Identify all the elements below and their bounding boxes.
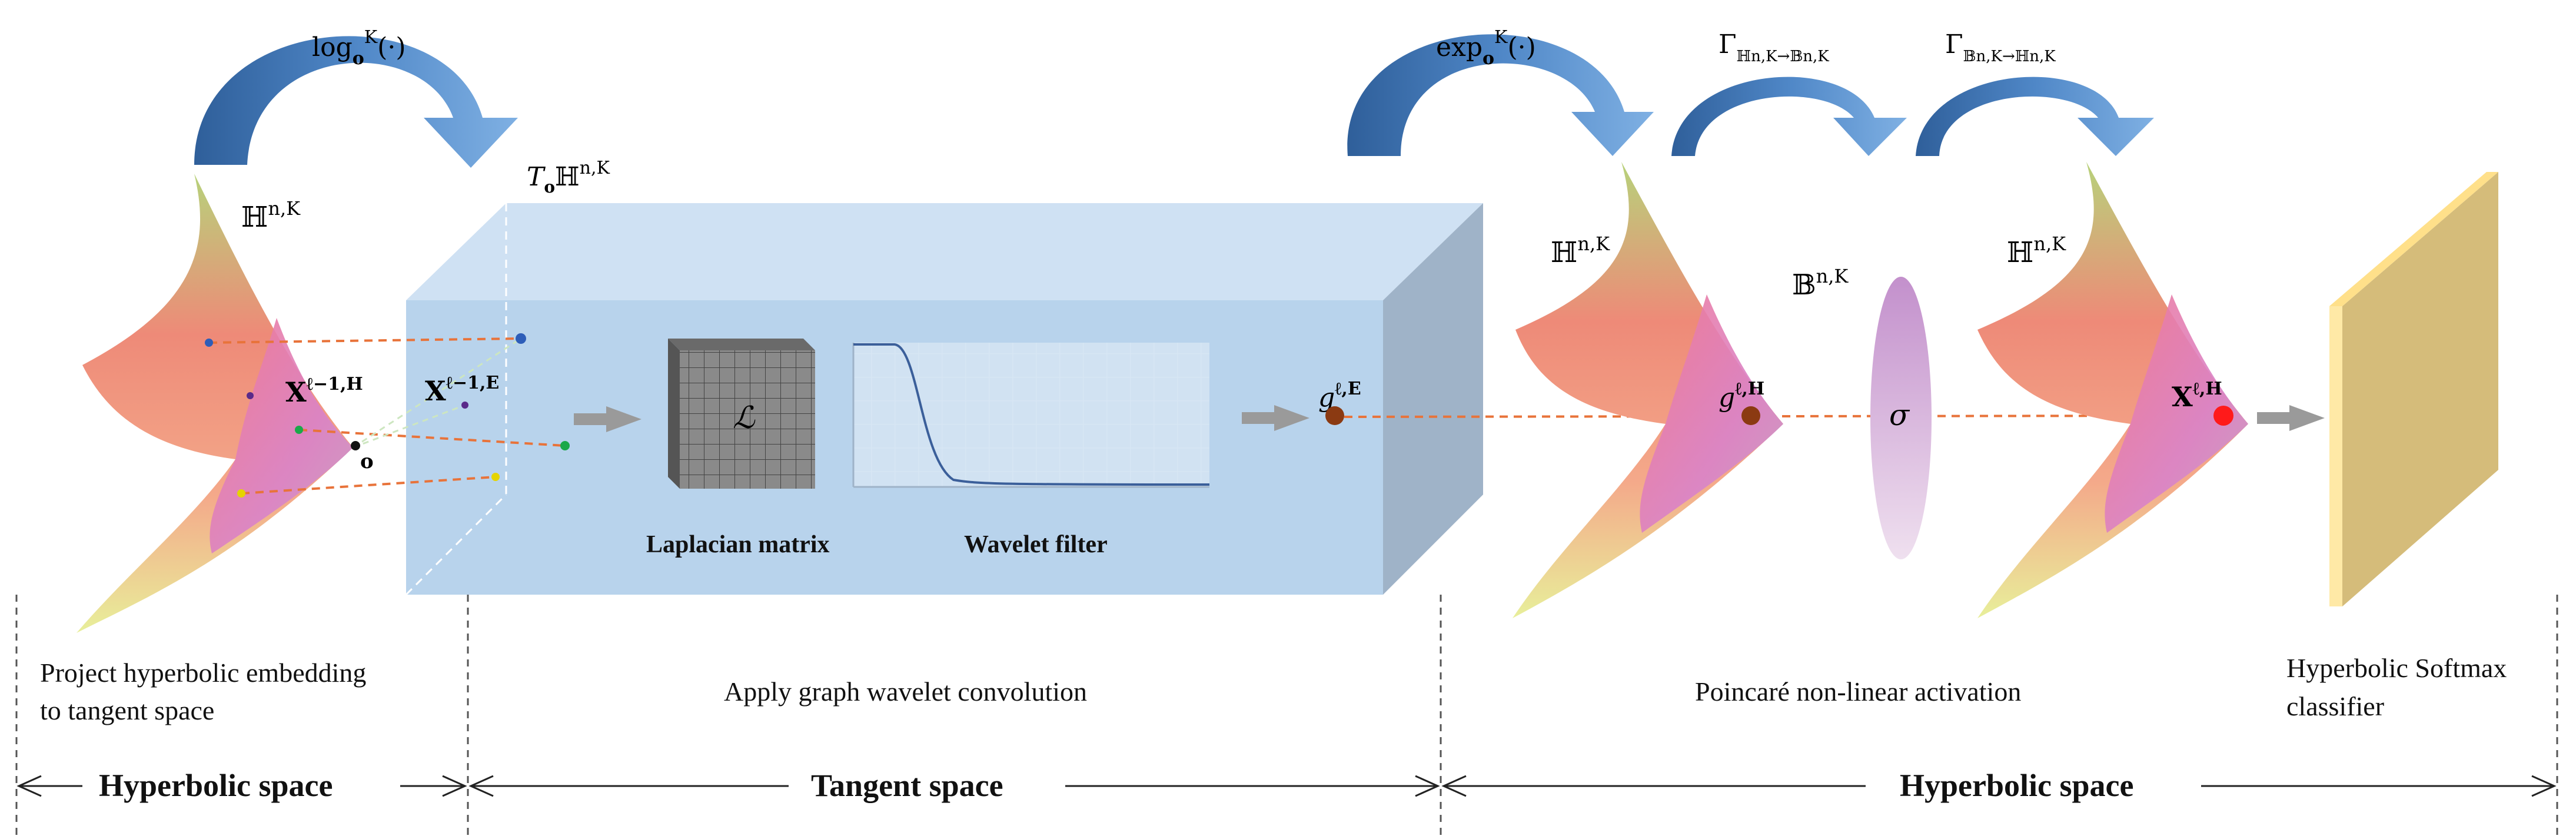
laplacian-matrix-cube bbox=[668, 339, 815, 489]
tangent-space-label: Toℍn,K bbox=[527, 158, 610, 197]
point-blue-tangent bbox=[516, 333, 526, 344]
h-mid-label: ℍn,K bbox=[1551, 233, 1610, 269]
gamma-b-to-h-arrow bbox=[1916, 77, 2154, 156]
project-caption-line2: to tangent space bbox=[40, 695, 214, 725]
hyperbolic-space-right-label: Hyperbolic space bbox=[1900, 768, 2133, 803]
right-hyperbolic-surface bbox=[1977, 162, 2248, 618]
laplacian-symbol: ℒ bbox=[733, 400, 756, 436]
b-ball-label: 𝔹n,K bbox=[1792, 265, 1849, 301]
gamma-b-to-h-label: Γ𝔹n,K→ℍn,K bbox=[1945, 29, 2056, 65]
laplacian-label: Laplacian matrix bbox=[646, 531, 830, 558]
g-e-point bbox=[1325, 406, 1344, 425]
origin-label: o bbox=[360, 450, 374, 473]
gamma-h-to-b-label: Γℍn,K→𝔹n,K bbox=[1719, 29, 1829, 65]
point-yellow-tangent bbox=[491, 473, 500, 481]
point-blue-left bbox=[205, 339, 213, 347]
x-out-label: Xℓ,H bbox=[2172, 379, 2222, 413]
point-purple-left bbox=[247, 392, 254, 399]
h-left-label: ℍn,K bbox=[241, 197, 301, 234]
gamma-h-to-b-arrow bbox=[1671, 77, 1907, 156]
h-right-label: ℍn,K bbox=[2007, 233, 2066, 269]
g-h-point bbox=[1741, 406, 1760, 425]
exp-map-arrow bbox=[1347, 34, 1654, 156]
project-caption-line1: Project hyperbolic embedding bbox=[40, 658, 366, 688]
poincare-ball bbox=[1870, 277, 1932, 559]
left-hyperbolic-surface bbox=[77, 174, 353, 633]
point-yellow-left bbox=[237, 489, 245, 498]
log-map-arrow bbox=[194, 36, 518, 168]
wavelet-label: Wavelet filter bbox=[964, 531, 1108, 558]
arrow-to-output bbox=[1242, 405, 1309, 431]
softmax-classifier-block bbox=[2329, 172, 2498, 606]
arrow-to-laplacian bbox=[574, 406, 641, 432]
middle-hyperbolic-surface bbox=[1513, 162, 1783, 618]
wavelet-filter-plot bbox=[852, 343, 1210, 488]
g-h-label: gℓ,H bbox=[1719, 379, 1764, 413]
exp-map-label: expoK(·) bbox=[1436, 27, 1536, 69]
log-map-label: logoK(·) bbox=[312, 27, 406, 69]
poincare-caption: Poincaré non-linear activation bbox=[1695, 676, 2021, 707]
section-separators bbox=[15, 595, 2558, 839]
origin-point bbox=[351, 441, 360, 450]
activation-path bbox=[1344, 414, 2219, 418]
point-green-tangent bbox=[560, 441, 570, 450]
tangent-space-axis-label: Tangent space bbox=[811, 768, 1003, 803]
projection-lines bbox=[208, 337, 566, 495]
x-prev-e-label: Xℓ−1,E bbox=[425, 373, 499, 407]
apply-caption: Apply graph wavelet convolution bbox=[724, 676, 1087, 707]
softmax-caption-line1: Hyperbolic Softmax bbox=[2286, 653, 2507, 683]
sigma-label: σ bbox=[1889, 398, 1910, 432]
x-out-point bbox=[2213, 406, 2233, 426]
space-axis bbox=[16, 775, 2557, 797]
point-purple-tangent bbox=[461, 402, 468, 409]
hyperbolic-space-left-label: Hyperbolic space bbox=[99, 768, 333, 803]
point-green-left bbox=[295, 426, 303, 434]
softmax-caption-line2: classifier bbox=[2286, 691, 2384, 721]
arrow-to-softmax bbox=[2257, 405, 2325, 431]
x-prev-h-label: Xℓ−1,H bbox=[285, 374, 363, 408]
